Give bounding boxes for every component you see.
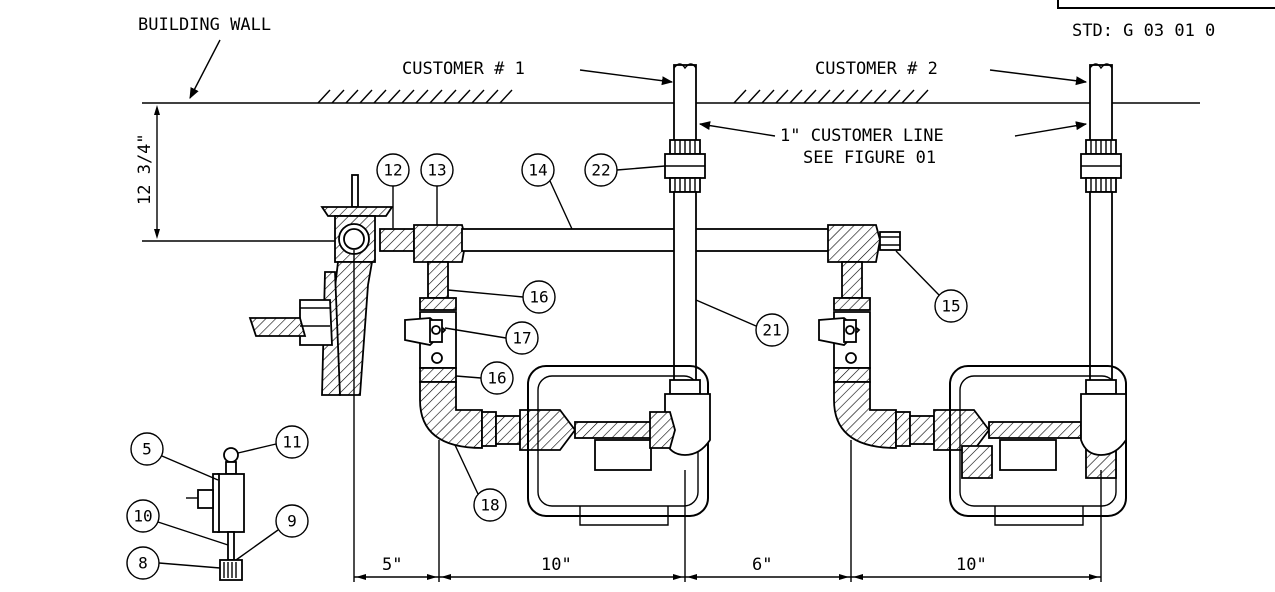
test-assembly (186, 447, 245, 581)
customer-2-riser (1080, 63, 1122, 383)
callout-12: 12 (383, 161, 402, 180)
wall-hatching (317, 89, 929, 104)
height-dimension: 12 3/4" (135, 102, 345, 242)
callout-9: 9 (287, 512, 297, 531)
gas-meter-2 (949, 365, 1127, 526)
building-wall-leader (189, 39, 221, 99)
building-wall: BUILDING WALL (138, 15, 1200, 104)
customer-2-leader (989, 69, 1088, 86)
callout-11: 11 (282, 433, 301, 452)
callout-16a: 16 (529, 288, 548, 307)
dim-10in-b: 10" (956, 555, 987, 575)
gas-meter-1 (527, 365, 711, 526)
header-pipe (379, 224, 901, 263)
customer-line-leader-right (1014, 121, 1088, 137)
callout-5: 5 (142, 440, 152, 459)
customer-1-leader (579, 69, 674, 86)
callout-22: 22 (591, 161, 610, 180)
customer-1-riser (664, 63, 706, 383)
customer-1-drop (404, 261, 577, 451)
customer-line-label: 1" CUSTOMER LINE (780, 126, 944, 146)
callout-18: 18 (480, 496, 499, 515)
bottom-dimensions: 5" 10" 6" 10" (353, 250, 1102, 582)
height-dim-label: 12 3/4" (135, 133, 155, 205)
callout-15: 15 (941, 297, 960, 316)
callout-8: 8 (138, 554, 148, 573)
title-block: STD: G 03 01 0 (1057, 0, 1275, 41)
callout-16b: 16 (487, 369, 506, 388)
customer-1-label: CUSTOMER # 1 (402, 59, 525, 79)
service-regulator (248, 174, 394, 396)
callout-10: 10 (133, 507, 152, 526)
callouts: 12 13 14 22 16 17 16 18 21 15 5 11 (126, 153, 968, 580)
see-figure-label: SEE FIGURE 01 (803, 148, 936, 168)
callout-21: 21 (762, 321, 781, 340)
customer-line-leader-left (698, 121, 776, 137)
callout-17: 17 (512, 329, 531, 348)
customer-2-drop (818, 261, 991, 451)
dim-6in: 6" (752, 555, 772, 575)
std-number: STD: G 03 01 0 (1072, 21, 1215, 41)
callout-14: 14 (528, 161, 547, 180)
dim-10in-a: 10" (541, 555, 572, 575)
customer-2-label: CUSTOMER # 2 (815, 59, 938, 79)
dim-5in: 5" (382, 555, 402, 575)
building-wall-label: BUILDING WALL (138, 15, 271, 35)
callout-13: 13 (427, 161, 446, 180)
